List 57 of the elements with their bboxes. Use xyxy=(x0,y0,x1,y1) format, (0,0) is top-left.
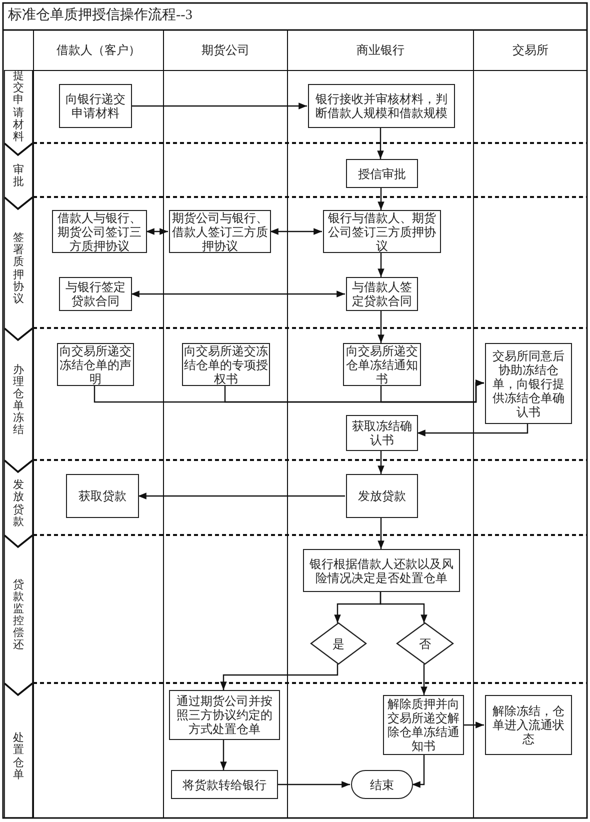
end-terminator: 结束 xyxy=(351,770,413,799)
process-box: 与借款人签定贷款合同 xyxy=(346,277,418,311)
process-box: 交易所同意后协助冻结仓单，向银行提供冻结仓单确认书 xyxy=(485,343,572,424)
lane-header: 期货公司 xyxy=(164,30,287,71)
arrow xyxy=(380,592,428,623)
lane-header: 交易所 xyxy=(474,30,587,71)
process-box: 借款人与银行、期货公司签订三方质押协议 xyxy=(52,210,147,253)
arrow xyxy=(417,424,528,436)
arrow xyxy=(220,664,338,690)
arrow xyxy=(378,253,384,277)
phase-band: 提交申请材料 xyxy=(4,70,33,155)
swimlane xyxy=(287,30,473,818)
process-box: 获取冻结确认书 xyxy=(346,415,418,451)
phase-band: 审批 xyxy=(4,143,33,209)
phase-band: 处置仓单 xyxy=(4,683,33,818)
lane-header: 商业银行 xyxy=(288,30,473,71)
arrow xyxy=(412,755,425,788)
arrow xyxy=(220,740,227,770)
process-box: 银行与借款人、期货公司签订三方质押协议 xyxy=(323,210,441,253)
process-box: 银行根据借款人还款以及风险情况决定是否处置仓单 xyxy=(303,549,460,592)
swimlane xyxy=(163,30,287,818)
lane-header: 借款人（客户） xyxy=(34,30,163,71)
process-box: 获取贷款 xyxy=(66,474,139,518)
process-box: 向交易所递交仓单冻结通知书 xyxy=(343,343,421,386)
phase-band: 贷款监控偿还 xyxy=(4,535,33,695)
swimlane xyxy=(473,30,587,818)
process-box: 向交易所递交冻结仓单的专项授权书 xyxy=(182,343,270,386)
arrow xyxy=(138,492,345,500)
arrow xyxy=(270,228,322,235)
process-box: 解除质押并向交易所递交解除仓单冻结通知书 xyxy=(383,695,464,755)
arrow xyxy=(463,722,484,728)
decision-diamond: 是 xyxy=(310,622,367,665)
arrow xyxy=(377,128,384,159)
arrow xyxy=(378,188,384,210)
arrow xyxy=(146,228,168,235)
arrow xyxy=(131,102,307,110)
arrow xyxy=(378,311,384,343)
process-box: 授信审批 xyxy=(346,159,418,188)
process-box: 银行接收并审核材料，判断借款人规模和借款规模 xyxy=(308,84,455,128)
arrow xyxy=(131,290,345,298)
process-box: 将货款转给银行 xyxy=(171,770,278,799)
process-box: 解除冻结，仓单进入流通状态 xyxy=(485,695,572,755)
process-box: 期货公司与银行、借款人签订三方质押协议 xyxy=(169,210,271,253)
process-box: 通过期货公司并按照三方协议约定的方式处置仓单 xyxy=(169,690,280,740)
arrow xyxy=(378,451,384,474)
process-box: 与银行签定贷款合同 xyxy=(59,277,132,311)
decision-diamond: 否 xyxy=(396,622,454,665)
arrow xyxy=(378,518,384,549)
arrow xyxy=(380,380,484,403)
arrow xyxy=(420,664,428,695)
process-box: 向银行递交申请材料 xyxy=(59,84,132,128)
swimlane xyxy=(33,30,163,818)
title-text: 标准仓单质押授信操作流程--3 xyxy=(8,6,192,24)
process-box: 向交易所递交冻结仓单的声明 xyxy=(57,343,134,386)
phase-band: 办理仓单冻结 xyxy=(4,328,33,472)
arrow xyxy=(277,781,350,788)
process-box: 发放贷款 xyxy=(346,474,418,518)
